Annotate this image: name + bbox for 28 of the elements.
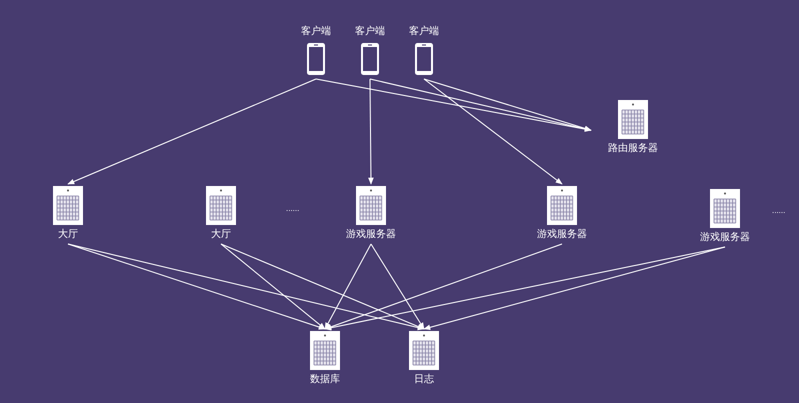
node-label: 游戏服务器 [700, 232, 750, 244]
arrow [68, 244, 326, 330]
arrow [424, 78, 592, 132]
arrow [220, 244, 425, 330]
node-label: 大厅 [58, 229, 78, 241]
arrow [324, 244, 562, 330]
arrow [220, 244, 326, 330]
node-label: 路由服务器 [608, 143, 658, 155]
arrow [423, 246, 726, 330]
ellipsis-text: ...... [286, 204, 300, 214]
node-label: 日志 [414, 374, 434, 386]
arrow [424, 78, 563, 184]
arrow [368, 78, 374, 185]
arrow [324, 246, 726, 330]
ellipsis-text: ...... [772, 206, 786, 216]
arrow [68, 244, 425, 330]
arrow [370, 78, 592, 132]
arrow [324, 244, 372, 330]
node-label: 客户端 [301, 26, 331, 38]
arrow [370, 244, 424, 330]
node-label: 客户端 [409, 26, 439, 38]
arrow [67, 78, 316, 184]
node-label: 数据库 [310, 374, 340, 386]
arrow [316, 78, 592, 132]
node-label: 大厅 [211, 229, 231, 241]
node-label: 游戏服务器 [346, 229, 396, 241]
node-label: 客户端 [355, 26, 385, 38]
node-label: 游戏服务器 [537, 229, 587, 241]
